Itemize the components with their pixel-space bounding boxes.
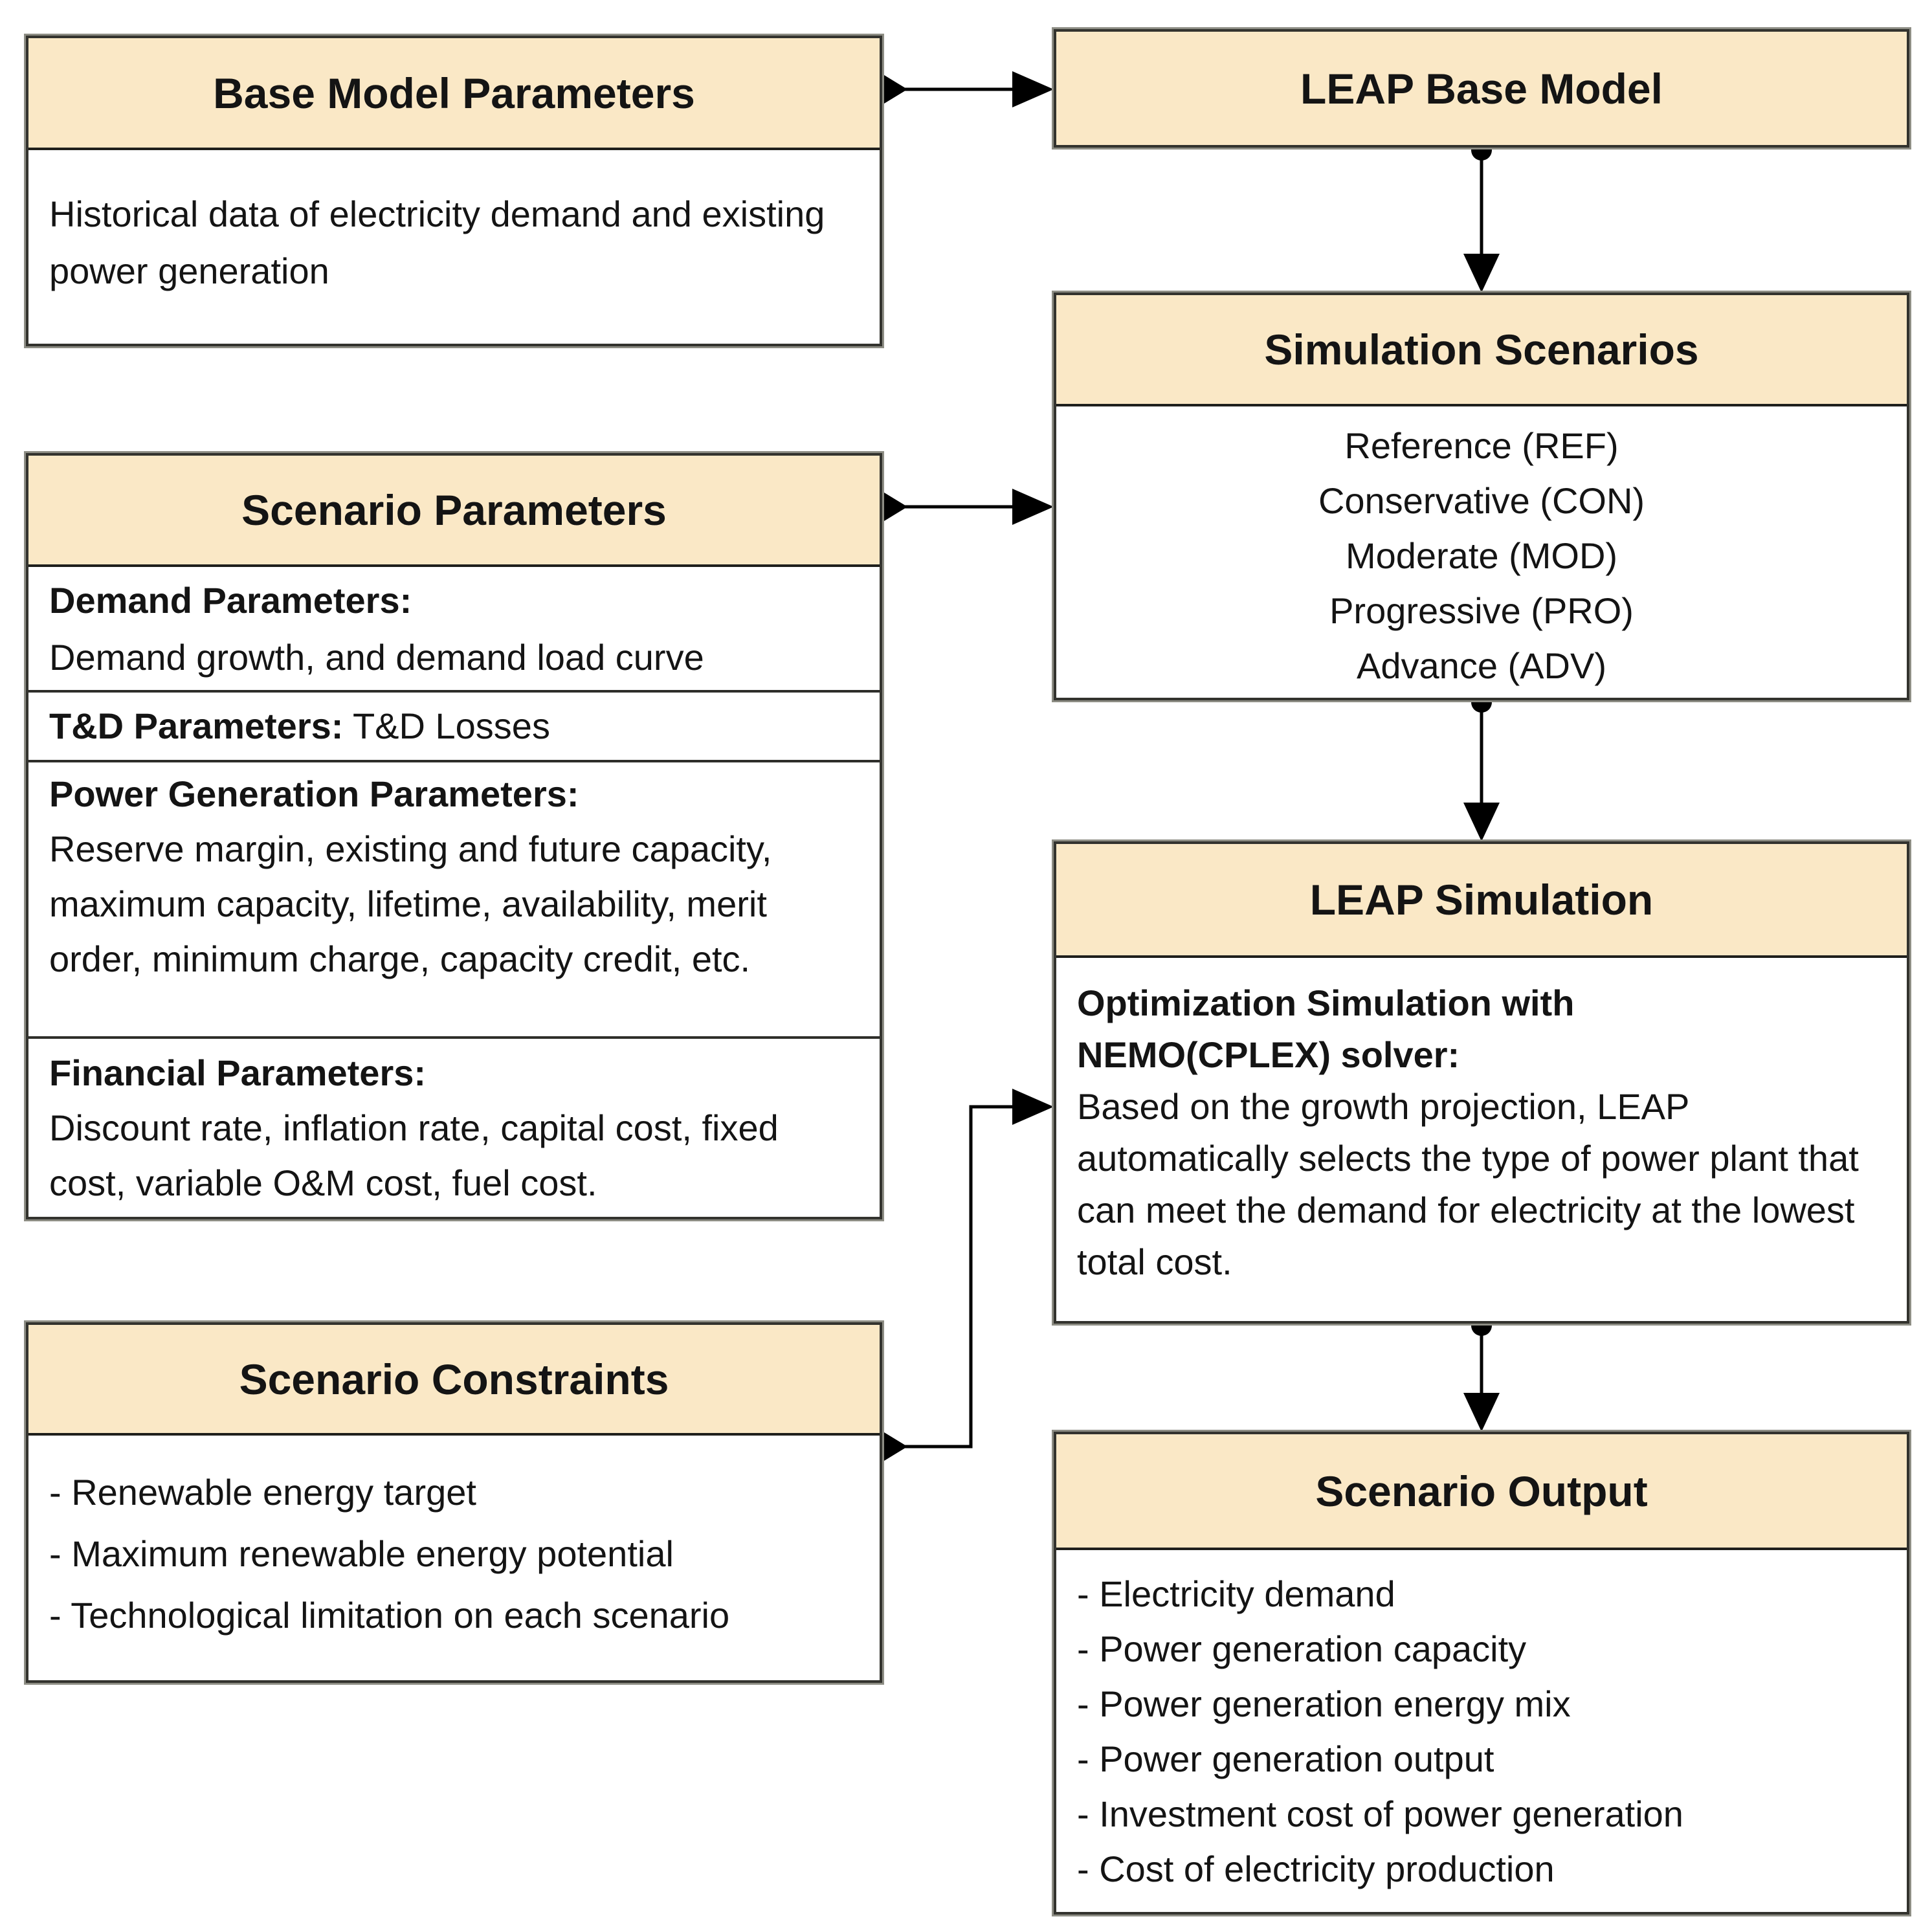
arrowhead-down-icon bbox=[1463, 254, 1500, 293]
box-title-text: Scenario Constraints bbox=[239, 1355, 669, 1403]
box-scenario-parameters: Scenario Parameters Demand Parameters: D… bbox=[24, 451, 884, 1221]
box-title-text: Base Model Parameters bbox=[213, 69, 695, 117]
box-title-scenario-parameters: Scenario Parameters bbox=[28, 456, 880, 567]
list-item: - Power generation output bbox=[1077, 1738, 1494, 1779]
list-item: - Power generation energy mix bbox=[1077, 1683, 1571, 1724]
section-label: Financial Parameters: bbox=[49, 1052, 427, 1093]
section-text: Based on the growth projection, LEAP aut… bbox=[1077, 1086, 1859, 1282]
section-td-parameters: T&D Parameters: T&D Losses bbox=[28, 693, 880, 762]
box-body-simulation-scenarios: Reference (REF) Conservative (CON) Moder… bbox=[1056, 406, 1907, 698]
box-title-base-model-parameters: Base Model Parameters bbox=[28, 38, 880, 150]
list-item: Progressive (PRO) bbox=[1329, 590, 1634, 631]
section-text: Reserve margin, existing and future capa… bbox=[49, 828, 772, 979]
list-item: - Technological limitation on each scena… bbox=[49, 1595, 730, 1636]
box-title-scenario-constraints: Scenario Constraints bbox=[28, 1325, 880, 1436]
box-title-text: LEAP Base Model bbox=[1300, 64, 1663, 113]
section-financial-parameters: Financial Parameters: Discount rate, inf… bbox=[28, 1039, 880, 1217]
list-item: - Investment cost of power generation bbox=[1077, 1793, 1683, 1834]
arrowhead-down-icon bbox=[1463, 803, 1500, 841]
box-body-leap-simulation: Optimization Simulation with NEMO(CPLEX)… bbox=[1056, 958, 1907, 1321]
box-base-model-parameters: Base Model Parameters Historical data of… bbox=[24, 34, 884, 348]
list-item: - Renewable energy target bbox=[49, 1472, 476, 1513]
connector-source-triangle-icon bbox=[884, 75, 907, 104]
connector-source-triangle-icon bbox=[884, 1432, 907, 1461]
connector-base-model-to-leap-base bbox=[884, 71, 1054, 107]
section-text: Demand growth, and demand load curve bbox=[49, 637, 704, 678]
connector-leap-base-to-simulation-scenarios bbox=[1463, 140, 1500, 293]
box-scenario-constraints: Scenario Constraints - Renewable energy … bbox=[24, 1320, 884, 1685]
section-demand-parameters: Demand Parameters: Demand growth, and de… bbox=[28, 567, 880, 693]
section-text: T&D Losses bbox=[343, 705, 550, 746]
list-item: Advance (ADV) bbox=[1357, 645, 1606, 686]
box-title-leap-simulation: LEAP Simulation bbox=[1056, 844, 1907, 958]
box-title-text: Simulation Scenarios bbox=[1264, 326, 1699, 373]
box-title-simulation-scenarios: Simulation Scenarios bbox=[1056, 295, 1907, 406]
arrowhead-right-icon bbox=[1012, 489, 1054, 525]
connector-scenario-parameters-to-simulation-scenarios bbox=[884, 489, 1054, 525]
box-title-text: LEAP Simulation bbox=[1309, 876, 1654, 924]
list-item: - Maximum renewable energy potential bbox=[49, 1533, 674, 1574]
connector-scenario-constraints-to-leap-simulation bbox=[884, 1089, 1054, 1461]
box-simulation-scenarios: Simulation Scenarios Reference (REF) Con… bbox=[1052, 291, 1911, 702]
section-label: Power Generation Parameters: bbox=[49, 773, 579, 814]
arrowhead-down-icon bbox=[1463, 1393, 1500, 1432]
connector-simulation-scenarios-to-leap-simulation bbox=[1463, 692, 1500, 841]
box-leap-simulation: LEAP Simulation Optimization Simulation … bbox=[1052, 839, 1911, 1326]
section-label: T&D Parameters: bbox=[49, 705, 344, 746]
list-item: - Electricity demand bbox=[1077, 1573, 1395, 1614]
section-text: Discount rate, inflation rate, capital c… bbox=[49, 1107, 779, 1203]
box-body-base-model-parameters: Historical data of electricity demand an… bbox=[28, 150, 880, 344]
box-title-text: Scenario Output bbox=[1315, 1467, 1648, 1515]
list-item: - Power generation capacity bbox=[1077, 1628, 1527, 1669]
box-title-text: Scenario Parameters bbox=[241, 486, 667, 534]
box-body-scenario-constraints: - Renewable energy target - Maximum rene… bbox=[28, 1436, 880, 1680]
list-item: Conservative (CON) bbox=[1318, 480, 1645, 521]
section-label: Optimization Simulation with NEMO(CPLEX)… bbox=[1077, 983, 1575, 1075]
arrowhead-right-icon bbox=[1012, 1089, 1054, 1125]
list-item: - Cost of electricity production bbox=[1077, 1849, 1555, 1889]
section-label: Demand Parameters: bbox=[49, 580, 412, 621]
body-text: Historical data of electricity demand an… bbox=[49, 194, 825, 291]
list-item: Reference (REF) bbox=[1344, 425, 1619, 466]
connector-source-triangle-icon bbox=[884, 493, 907, 521]
box-body-scenario-output: - Electricity demand - Power generation … bbox=[1056, 1550, 1907, 1912]
arrowhead-right-icon bbox=[1012, 71, 1054, 107]
list-item: Moderate (MOD) bbox=[1345, 535, 1618, 576]
section-power-generation-parameters: Power Generation Parameters: Reserve mar… bbox=[28, 762, 880, 1039]
box-title-scenario-output: Scenario Output bbox=[1056, 1434, 1907, 1550]
box-scenario-output: Scenario Output - Electricity demand - P… bbox=[1052, 1430, 1911, 1916]
box-leap-base-model: LEAP Base Model bbox=[1052, 27, 1911, 150]
connector-leap-simulation-to-scenario-output bbox=[1463, 1315, 1500, 1432]
